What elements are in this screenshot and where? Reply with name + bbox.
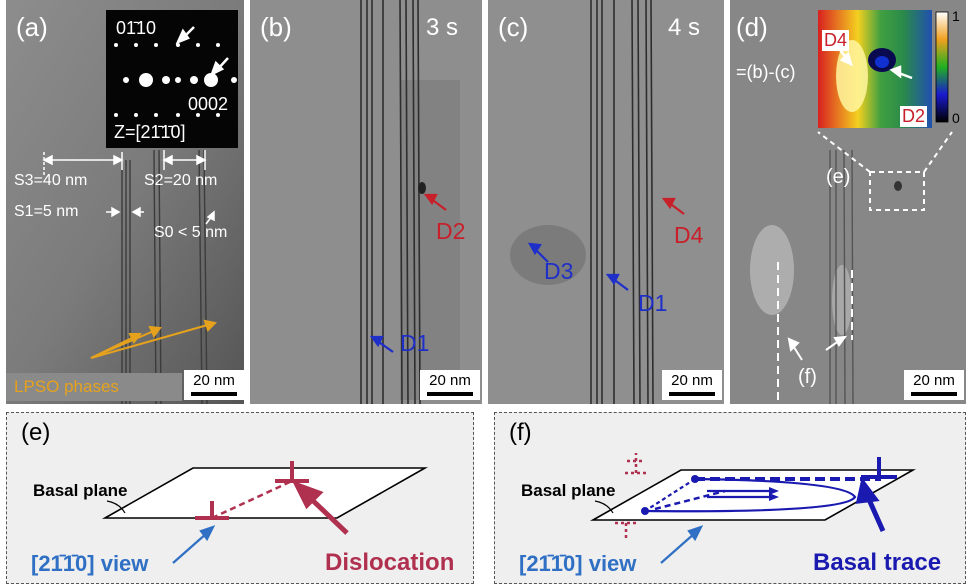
spacing-s3: S3=40 nm <box>14 172 88 189</box>
scale-bar-d: 20 nm <box>904 370 964 400</box>
scale-bar-a: 20 nm <box>184 370 244 400</box>
dislocation-label: Dislocation <box>325 549 455 576</box>
dislocation-d1-label-c: D1 <box>638 290 668 316</box>
diagram-e-label: (e) <box>21 419 51 446</box>
spacing-s0: S0 < 5 nm <box>154 224 228 241</box>
view-direction-label-e: [21̄1̄0] view <box>31 551 149 576</box>
scale-line-d <box>911 392 957 396</box>
scale-line-b <box>427 392 473 396</box>
scale-text-d: 20 nm <box>913 372 955 389</box>
scale-bar-c: 20 nm <box>662 370 722 400</box>
dislocation-d1-label-b: D1 <box>400 330 430 356</box>
colorbar-max: 1 <box>952 8 960 24</box>
scale-line-c <box>669 392 715 396</box>
spacing-s2: S2=20 nm <box>144 172 218 189</box>
panel-c-time: 4 s <box>668 14 701 41</box>
basal-plane-label-e: Basal plane <box>33 481 128 500</box>
region-f-label: (f) <box>798 366 817 388</box>
diagram-e-drawing <box>101 461 429 564</box>
panel-d-label: (d) <box>736 12 768 42</box>
inset-d2-label: D2 <box>900 106 928 127</box>
panel-a-micrograph <box>6 0 244 404</box>
panel-b-micrograph <box>250 0 482 404</box>
dislocation-d3-label: D3 <box>544 258 574 284</box>
panel-c-micrograph <box>488 0 724 404</box>
panel-d: (d) =(b)-(c) D4 D2 1 0 (e) (f) 20 nm <box>730 0 966 404</box>
dislocation-d4-label: D4 <box>674 222 704 248</box>
spacing-s1: S1=5 nm <box>14 203 79 220</box>
panel-c: (c) 4 s D3 D1 D4 20 nm <box>488 0 724 404</box>
difference-formula: =(b)-(c) <box>736 62 796 82</box>
panel-b: (b) 3 s D2 D1 20 nm <box>250 0 482 404</box>
panel-b-time: 3 s <box>426 14 459 41</box>
inset-d4-label: D4 <box>822 30 850 51</box>
lpso-label: LPSO phases <box>6 373 182 401</box>
diffraction-index-right: 0002 <box>188 94 229 114</box>
diagram-f: (f) Basal plane [21̄1̄0] view Basal trac… <box>494 412 966 584</box>
panel-b-label: (b) <box>260 12 292 42</box>
diffraction-index-top: 01̄10 <box>116 18 157 38</box>
panel-c-label: (c) <box>498 12 529 42</box>
scale-text-a: 20 nm <box>193 372 235 389</box>
scale-bar-b: 20 nm <box>420 370 480 400</box>
panel-a-label: (a) <box>16 12 48 42</box>
panel-a: (a) 01̄10 0002 Z=[21̄1̄0] S3=40 nm S2=20… <box>6 0 244 404</box>
region-e-label: (e) <box>826 166 851 188</box>
dislocation-d2-label: D2 <box>436 218 466 244</box>
scale-line-a <box>191 392 237 396</box>
zone-axis-label: Z=[21̄1̄0] <box>114 122 186 142</box>
scale-text-b: 20 nm <box>429 372 471 389</box>
diagram-f-drawing <box>589 453 917 564</box>
panel-d-difference-image <box>730 0 966 404</box>
diagram-f-label: (f) <box>509 419 532 446</box>
view-direction-label-f: [21̄1̄0] view <box>519 551 637 576</box>
diagram-e: (e) Basal plane [21̄1̄0] view Dislocatio… <box>6 412 474 584</box>
scale-text-c: 20 nm <box>671 372 713 389</box>
basal-plane-label-f: Basal plane <box>521 481 616 500</box>
colorbar-min: 0 <box>952 110 960 126</box>
basal-trace-label: Basal trace <box>813 549 942 576</box>
